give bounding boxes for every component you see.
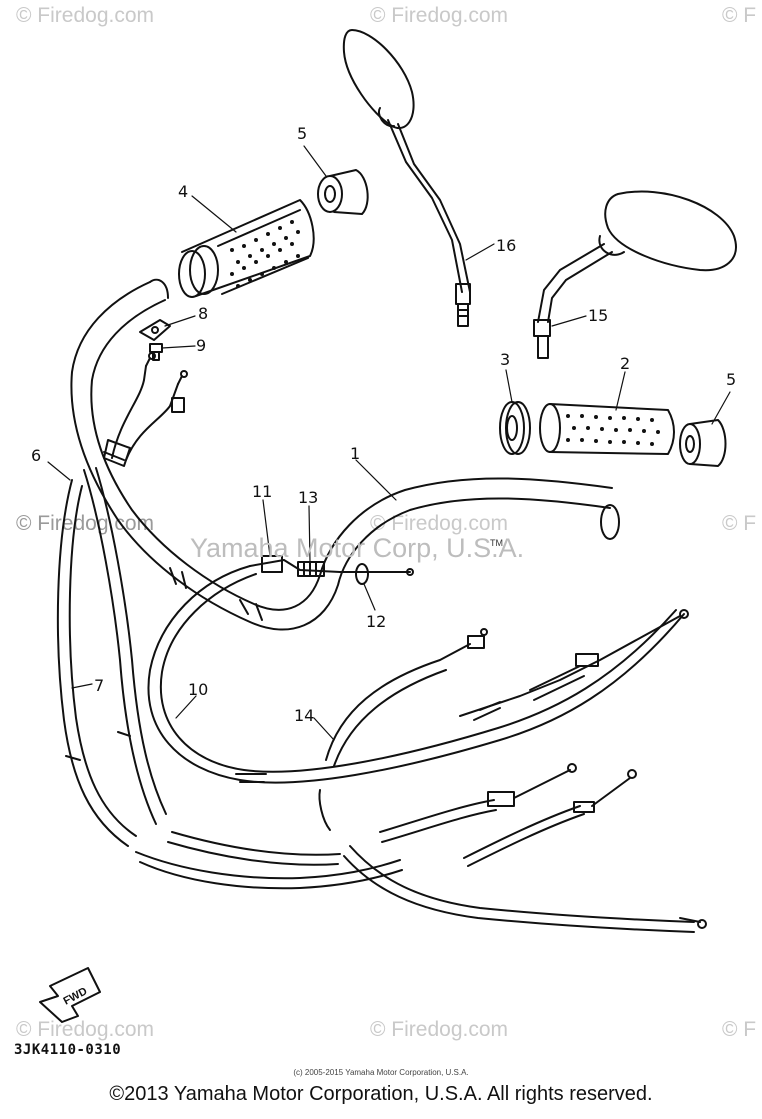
fwd-arrow xyxy=(39,967,101,1023)
watermark-top-right: © F xyxy=(722,4,757,27)
callout-1: 1 xyxy=(350,444,361,463)
clutch-cable xyxy=(147,555,685,784)
callout-12: 12 xyxy=(366,612,387,631)
bar-end-left xyxy=(317,169,369,215)
throttle-sleeve xyxy=(499,401,531,455)
leader-lines xyxy=(47,145,731,741)
watermark-mid-center: © Firedog.com xyxy=(370,512,509,535)
right-grip-texture xyxy=(566,414,660,446)
left-mirror xyxy=(342,29,471,327)
callout-14: 14 xyxy=(294,706,315,725)
lower-cables xyxy=(379,763,707,929)
callout-15: 15 xyxy=(588,306,609,325)
watermark-bottom-left: © Firedog.com xyxy=(16,1018,155,1041)
right-mirror xyxy=(533,190,737,359)
wire-harness xyxy=(56,467,695,933)
callout-9: 9 xyxy=(196,336,207,355)
switch-wiring xyxy=(103,352,188,467)
watermark-bottom-right: © F xyxy=(722,1018,757,1041)
watermark-mid-left: © Firedog.com xyxy=(16,512,155,535)
callout-6: 6 xyxy=(31,446,42,465)
watermark-top-center: © Firedog.com xyxy=(370,4,509,27)
trademark-mark: TM xyxy=(490,538,503,548)
watermark-mid-right: © F xyxy=(722,512,757,535)
center-watermark: Yamaha Motor Corp, U.S.A. xyxy=(190,533,525,563)
callout-5-top: 5 xyxy=(297,124,308,143)
watermark-top-left: © Firedog.com xyxy=(16,4,155,27)
callout-10: 10 xyxy=(188,680,209,699)
left-grip xyxy=(178,199,315,298)
footer-copyright: ©2013 Yamaha Motor Corporation, U.S.A. A… xyxy=(109,1083,653,1105)
handlebar xyxy=(70,278,620,631)
bracket-and-bolt xyxy=(139,319,171,361)
bar-end-right xyxy=(679,419,727,467)
left-grip-texture xyxy=(230,220,300,288)
callout-8: 8 xyxy=(198,304,209,323)
callout-7: 7 xyxy=(94,676,105,695)
part-code: 3JK4110-0310 xyxy=(14,1042,122,1058)
callout-3: 3 xyxy=(500,350,511,369)
watermark-bottom-center: © Firedog.com xyxy=(370,1018,509,1041)
throttle-cables xyxy=(318,609,689,831)
callout-13: 13 xyxy=(298,488,319,507)
callout-4: 4 xyxy=(178,182,189,201)
callout-5-right: 5 xyxy=(726,370,737,389)
callout-16: 16 xyxy=(496,236,517,255)
small-copyright: (c) 2005-2015 Yamaha Motor Corporation, … xyxy=(293,1068,469,1077)
callout-11: 11 xyxy=(252,482,273,501)
callout-2: 2 xyxy=(620,354,631,373)
right-grip xyxy=(539,403,675,455)
